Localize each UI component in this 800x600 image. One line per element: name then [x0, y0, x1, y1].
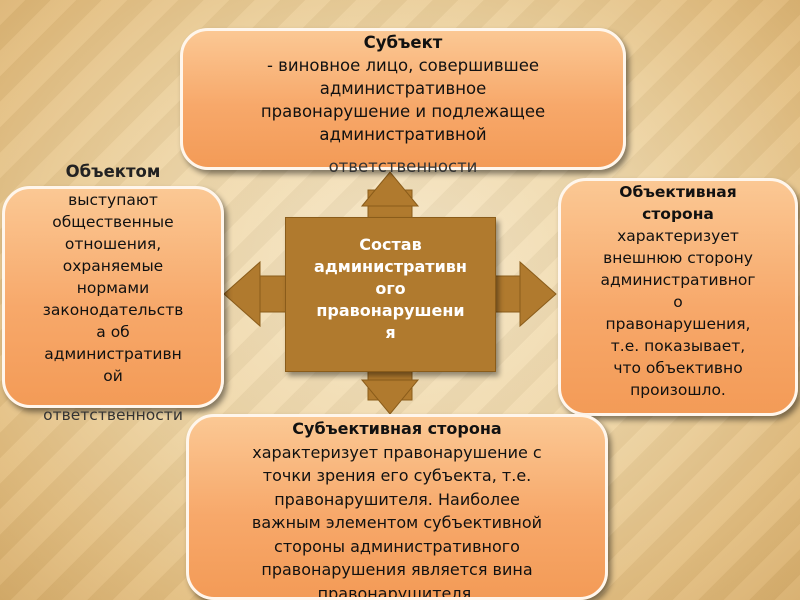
objective-side-title: сторона [642, 205, 714, 223]
subject-line: - виновное лицо, совершившее [266, 56, 540, 75]
objective-side-line: т.е. показывает, [610, 337, 746, 355]
subject-line: административной [319, 125, 487, 144]
subjective-side-box: Субъективная сторона характеризует право… [186, 414, 608, 600]
center-line: правонарушени [316, 301, 465, 320]
objective-side-line: о [673, 293, 683, 311]
arrow-right-icon [519, 260, 557, 328]
object-line: административн [44, 345, 182, 363]
center-line: ого [375, 279, 406, 298]
center-line: административн [314, 257, 467, 276]
object-line: выступают [68, 191, 158, 209]
objective-side-line: внешнюю сторону [603, 249, 753, 267]
object-box: выступают общественные отношения, охраня… [2, 186, 224, 408]
subject-overflow-line: ответственности [328, 157, 478, 176]
objective-side-line: что объективно [613, 359, 743, 377]
object-line: нормами [76, 279, 150, 297]
subject-line: административное [319, 79, 487, 98]
object-line: а об [96, 323, 130, 341]
object-line: законодательств [42, 301, 184, 319]
object-overflow-line: ответственности [43, 406, 183, 424]
subject-title: Субъект [363, 33, 443, 52]
center-line: я [385, 323, 396, 342]
subjective-side-line: точки зрения его субъекта, т.е. [262, 466, 532, 485]
subjective-side-line: стороны административного [274, 536, 520, 556]
object-line: отношения, [64, 235, 162, 253]
subjective-side-line: правонарушения является вина [261, 560, 533, 579]
object-line: общественные [52, 213, 174, 231]
object-title: Объектом [65, 162, 161, 181]
subjective-side-line: важным элементом субъективной [251, 513, 543, 532]
center-box: Состав административн ого правонарушени … [285, 217, 496, 372]
object-line: охраняемые [62, 257, 164, 275]
objective-side-line: административног [600, 271, 756, 289]
arrow-down-icon [360, 379, 420, 415]
subjective-side-title: Субъективная сторона [292, 419, 502, 438]
objective-side-box: Объективная сторона характеризует внешню… [558, 178, 798, 416]
subjective-side-line: характеризует правонарушение с [252, 442, 542, 462]
objective-side-line: характеризует [617, 227, 739, 245]
arrow-up-icon [360, 171, 420, 207]
arrow-left-icon [223, 260, 261, 328]
subjective-side-line: правонарушителя. Наиболее [274, 489, 520, 509]
center-line: Состав [359, 235, 422, 254]
subject-box: Субъект - виновное лицо, совершившее адм… [180, 28, 626, 170]
objective-side-line: произошло. [630, 381, 726, 399]
subjective-side-line: правонарушителя. [317, 583, 477, 600]
object-line: ой [103, 367, 123, 385]
objective-side-title: Объективная [619, 183, 737, 201]
objective-side-line: правонарушения, [605, 315, 751, 333]
subject-line: правонарушение и подлежащее [260, 102, 546, 121]
